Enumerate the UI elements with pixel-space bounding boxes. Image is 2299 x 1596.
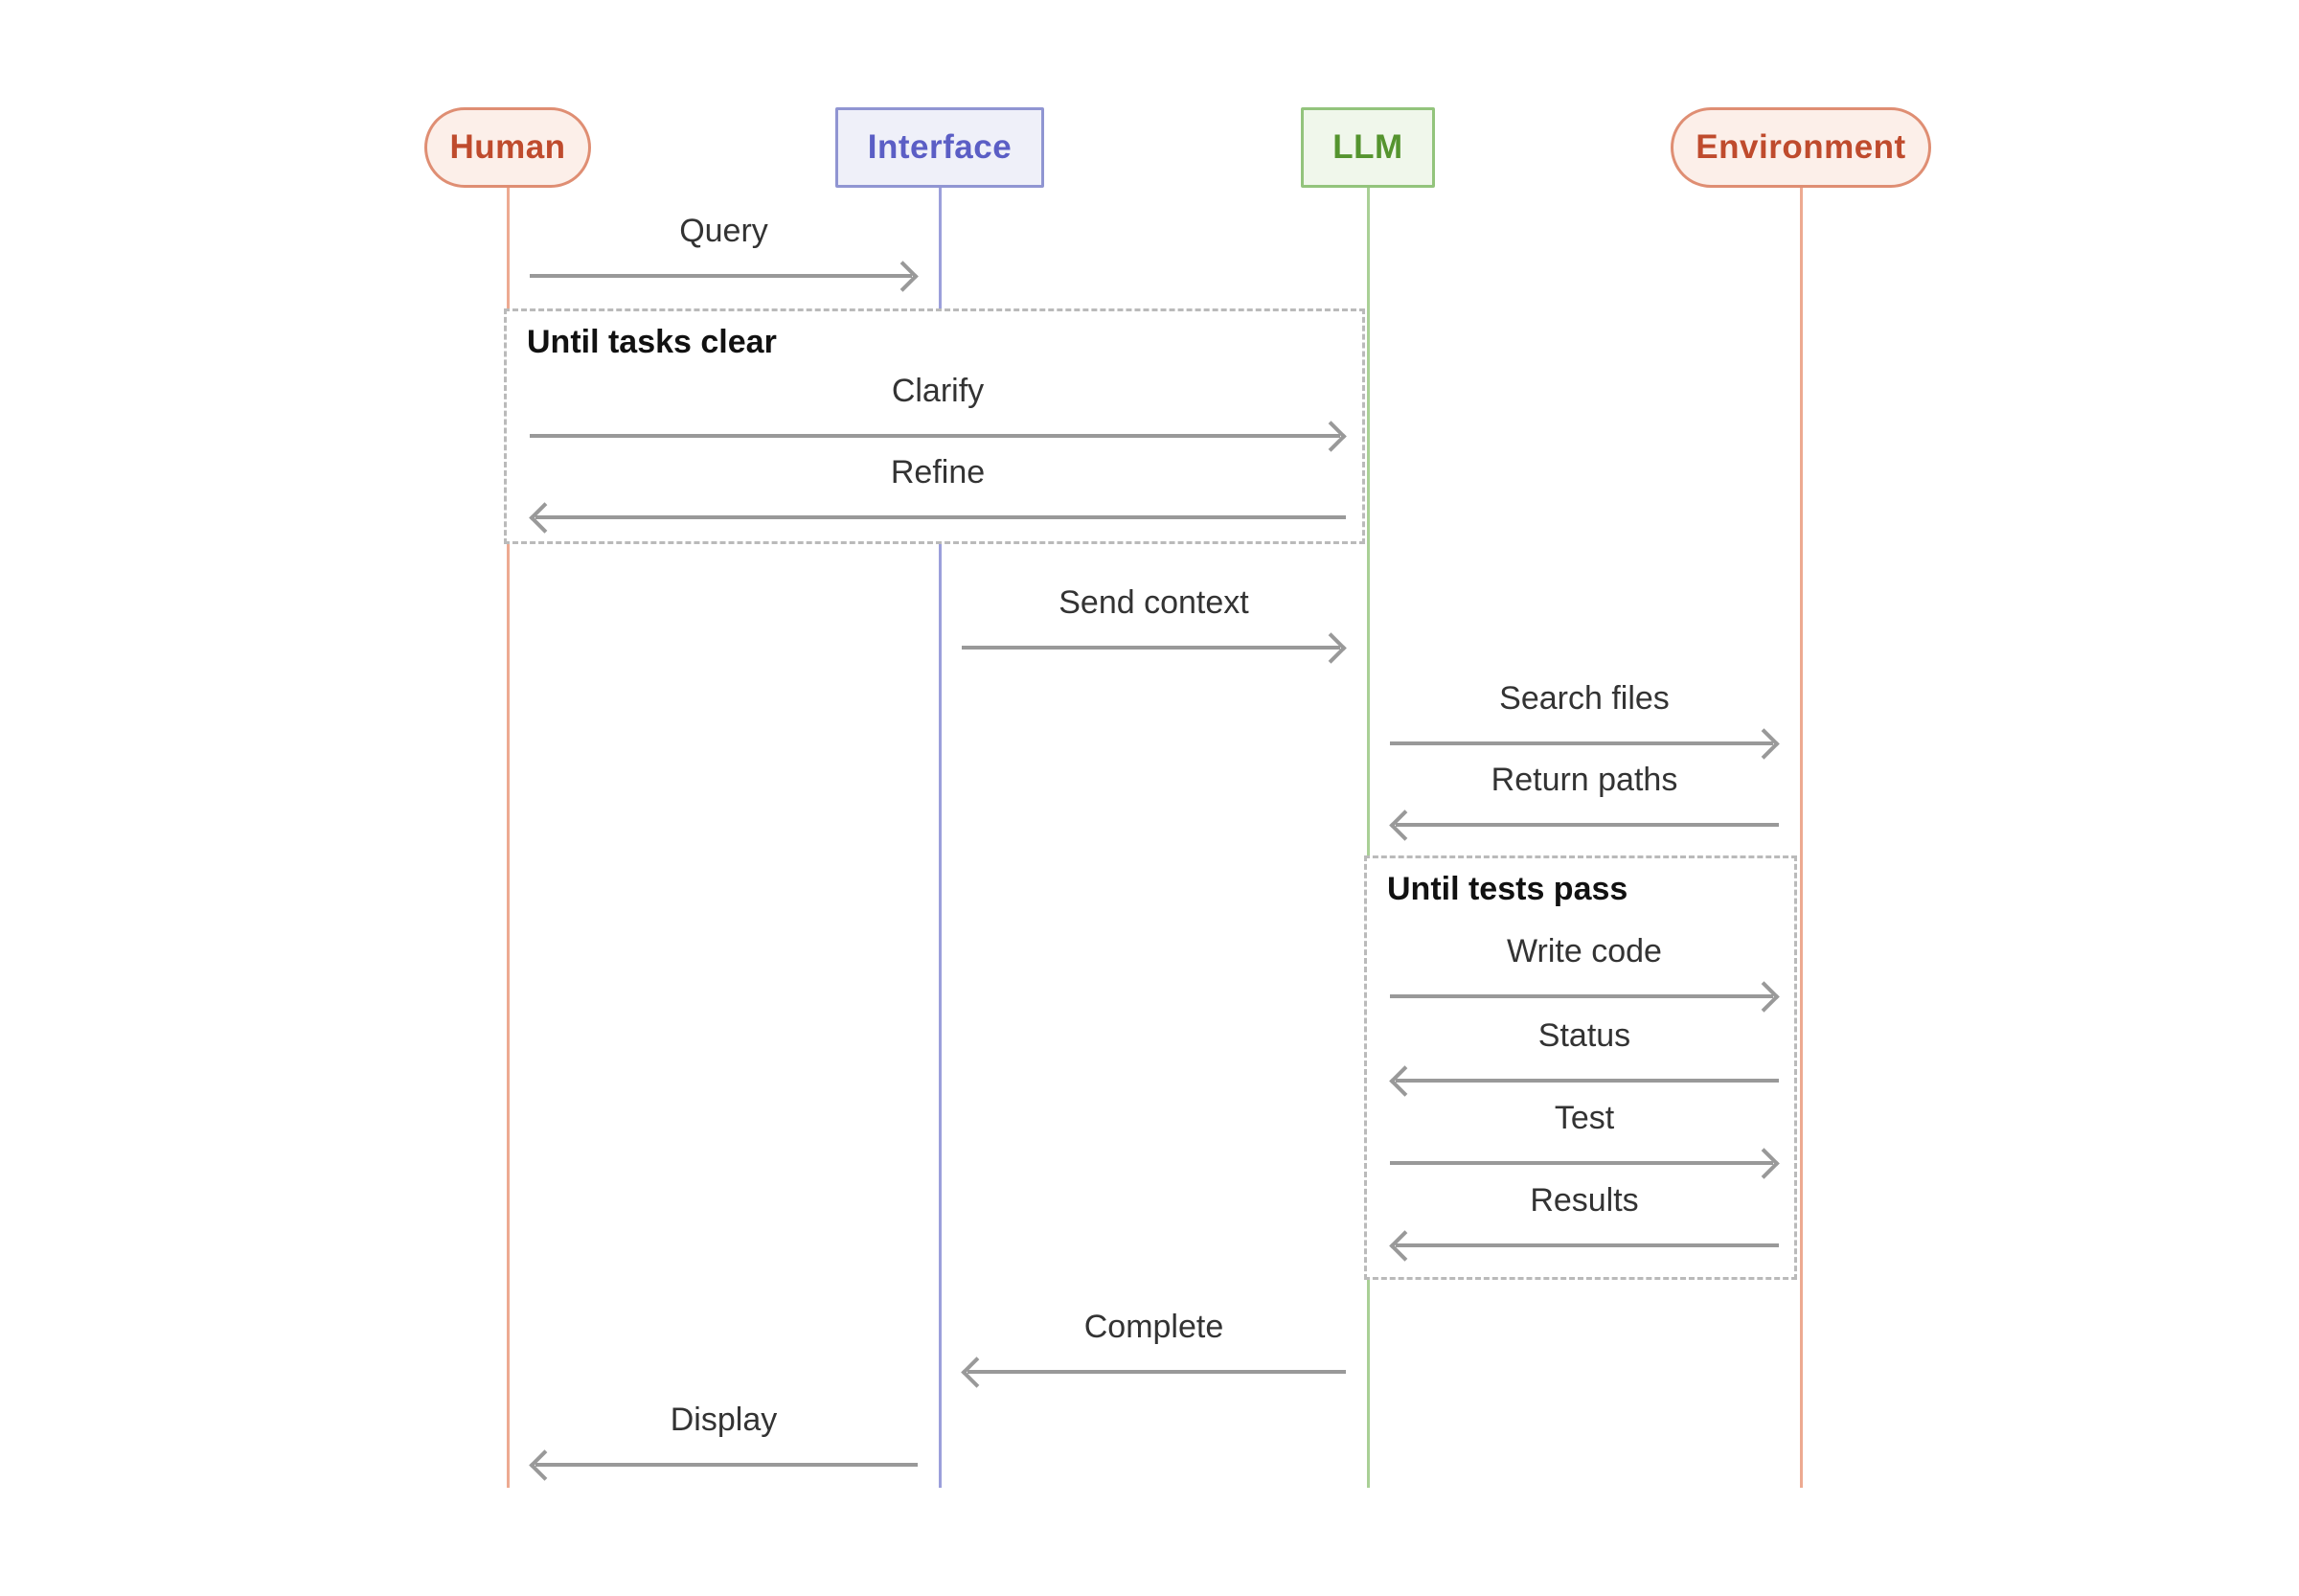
loop-box-until-tasks-clear — [504, 308, 1365, 544]
message-arrow-refine — [535, 515, 1346, 519]
lifeline-interface — [938, 188, 942, 1488]
message-label-complete: Complete — [1083, 1309, 1224, 1345]
lifeline-environment — [1799, 188, 1803, 1488]
loop-label: Until tests pass — [1387, 871, 1628, 907]
loop-label: Until tasks clear — [527, 324, 777, 360]
message-label-query: Query — [679, 213, 768, 249]
actor-environment: Environment — [1671, 107, 1931, 188]
message-arrow-status — [1396, 1079, 1779, 1083]
actor-human: Human — [424, 107, 591, 188]
actor-llm: LLM — [1301, 107, 1435, 188]
lifeline-human — [506, 188, 510, 1488]
message-arrow-test — [1390, 1161, 1773, 1165]
message-label-status: Status — [1537, 1017, 1631, 1054]
message-label-test: Test — [1554, 1100, 1615, 1136]
message-arrow-query — [530, 274, 912, 278]
loop-box-until-tests-pass — [1364, 855, 1797, 1280]
arrowhead-icon — [961, 1356, 992, 1388]
message-arrow-display — [535, 1463, 918, 1467]
message-arrow-complete — [967, 1370, 1346, 1374]
message-arrow-results — [1396, 1243, 1779, 1247]
arrowhead-icon — [1315, 631, 1347, 664]
message-label-results: Results — [1530, 1182, 1639, 1219]
arrowhead-icon — [529, 1448, 560, 1481]
message-arrow-send-context — [962, 646, 1340, 650]
message-label-send-context: Send context — [1058, 584, 1249, 621]
message-arrow-search-files — [1390, 741, 1773, 745]
arrowhead-icon — [887, 260, 919, 292]
lifeline-llm — [1366, 188, 1370, 1488]
message-label-display: Display — [670, 1402, 778, 1438]
arrowhead-icon — [1389, 809, 1421, 841]
message-arrow-return-paths — [1396, 823, 1779, 827]
message-label-refine: Refine — [890, 454, 986, 490]
message-label-write-code: Write code — [1507, 933, 1662, 969]
message-label-return-paths: Return paths — [1491, 762, 1678, 798]
message-label-search-files: Search files — [1499, 680, 1670, 717]
message-label-clarify: Clarify — [891, 373, 985, 409]
message-arrow-write-code — [1390, 994, 1773, 998]
message-arrow-clarify — [530, 434, 1340, 438]
actor-interface: Interface — [835, 107, 1044, 188]
arrowhead-icon — [1748, 727, 1780, 760]
